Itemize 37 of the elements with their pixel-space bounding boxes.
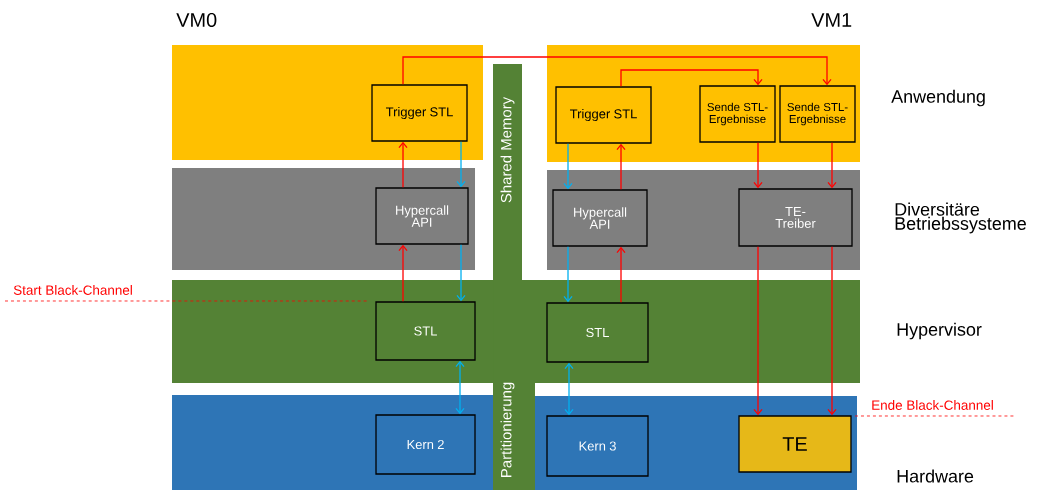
layer-label: Hardware [897, 469, 974, 483]
arrow [456, 244, 466, 302]
process-box: TE-Treiber [738, 188, 853, 247]
process-box: STL [375, 301, 476, 361]
boundary-label: Ende Black-Channel [872, 400, 993, 410]
process-box: Trigger STL [371, 84, 468, 142]
arrow [564, 362, 574, 416]
arrow [620, 69, 763, 87]
process-box: TE [738, 415, 852, 473]
process-box: Hypercall API [375, 187, 469, 245]
layer-label: Hypervisor [897, 322, 982, 340]
arrow [455, 360, 465, 415]
process-box: Kern 2 [375, 414, 476, 475]
vm-label: VM1 [811, 13, 852, 27]
process-box: STL [546, 302, 649, 363]
arrow [753, 142, 763, 189]
arrow [402, 56, 832, 86]
arrow [827, 246, 837, 416]
process-box: Hypercall API [552, 189, 648, 247]
layer-label: Anwendung [891, 89, 985, 107]
arrow [398, 244, 408, 302]
arrow [456, 141, 466, 188]
process-box: Sende STL-Ergebnisse [779, 85, 856, 143]
layer-label: Diversitäre Betriebssysteme [895, 202, 1026, 234]
arrow [753, 246, 763, 416]
vertical-band: Shared Memory Partitionierung [493, 64, 535, 490]
arrow [398, 141, 408, 188]
boundary-label: Start Black-Channel [13, 285, 132, 295]
arrow [827, 142, 837, 189]
arrow [616, 143, 626, 190]
vm-label: VM0 [176, 12, 217, 28]
arrow [563, 246, 573, 303]
arrow [563, 143, 573, 190]
process-box: Kern 3 [546, 415, 649, 477]
process-box: Trigger STL [555, 86, 652, 144]
arrow [616, 246, 626, 303]
process-box: Sende STL-Ergebnisse [699, 85, 776, 143]
